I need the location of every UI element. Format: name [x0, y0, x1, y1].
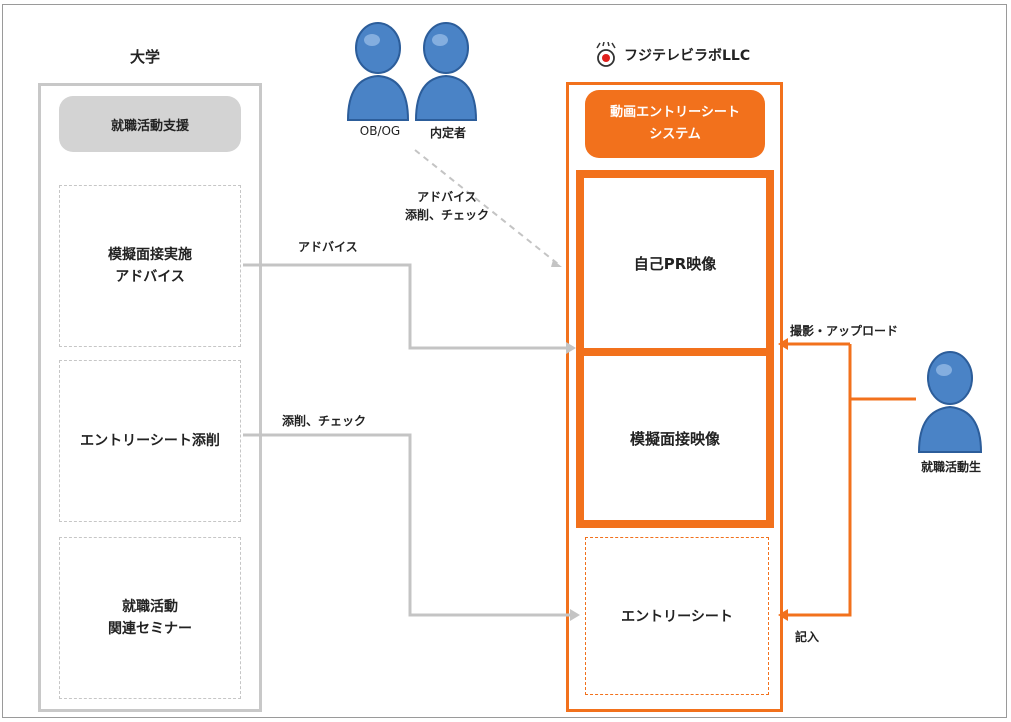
- system-title-pill: 動画エントリーシート システム: [585, 90, 765, 158]
- naiteisha-label: 内定者: [429, 126, 466, 140]
- shoot-upload-label: 撮影・アップロード: [790, 324, 899, 338]
- naiteisha-person-icon: [414, 22, 478, 121]
- mock-interview-box: 模擬面接実施 アドバイス: [59, 185, 241, 347]
- student-person-icon: [917, 351, 983, 453]
- advice-arrow-line: [243, 263, 566, 350]
- entry-sheet-box: エントリーシート: [585, 537, 769, 695]
- upload-arrowhead: [778, 338, 788, 350]
- ob-advice-arrowhead: [551, 260, 562, 267]
- entry-sheet-correction-box: エントリーシート添削: [59, 360, 241, 522]
- university-box: [38, 83, 262, 712]
- correction-arrowhead: [570, 609, 580, 621]
- ob-advice-arrow-line: [414, 149, 559, 265]
- mock-interview-video-box: 模擬面接映像: [576, 348, 774, 528]
- company-logo: フジテレビラボLLC: [594, 40, 750, 70]
- advice-arrowhead: [566, 342, 576, 354]
- correction-arrow-line: [243, 433, 570, 617]
- student-label: 就職活動生: [920, 460, 981, 474]
- ob-advice-label: アドバイス 添削、チェック: [404, 190, 489, 222]
- ob-og-label: OB/OG: [359, 124, 401, 138]
- seminar-box: 就職活動 関連セミナー: [59, 537, 241, 699]
- fill-in-label: 記入: [795, 630, 820, 644]
- fuji-eye-logo-icon: [596, 42, 616, 67]
- correction-label: 添削、チェック: [282, 414, 367, 428]
- diagram-frame: [2, 4, 1007, 718]
- job-support-pill: 就職活動支援: [59, 96, 241, 152]
- company-logo-text: フジテレビラボLLC: [624, 48, 751, 64]
- fill-in-arrow-line: [786, 344, 852, 617]
- ob-og-person-icon: [346, 22, 410, 121]
- university-title: 大学: [129, 48, 160, 66]
- advice-label: アドバイス: [298, 240, 358, 254]
- fill-in-arrowhead: [778, 609, 788, 621]
- system-outer-box: [566, 82, 783, 712]
